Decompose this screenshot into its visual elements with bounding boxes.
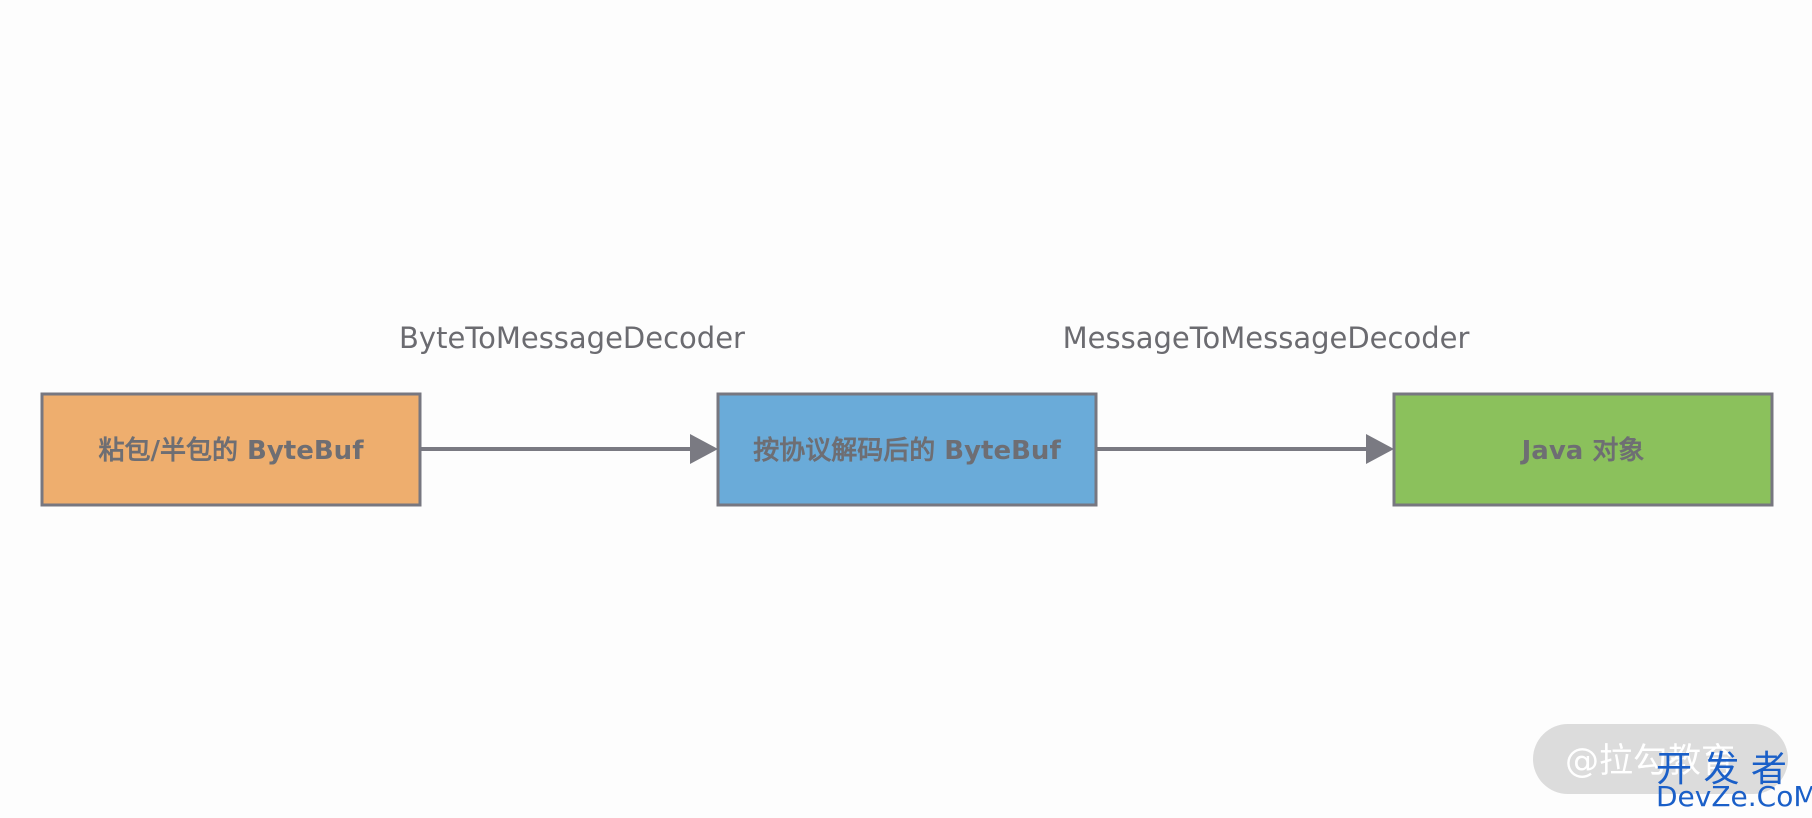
arrowhead-icon: [1366, 434, 1394, 464]
node-box: [40, 392, 422, 507]
edge-label: ByteToMessageDecoder: [399, 321, 745, 355]
arrowhead-icon: [690, 434, 718, 464]
node-label: 粘包/半包的 ByteBuf: [98, 435, 364, 466]
edge-label: MessageToMessageDecoder: [1063, 321, 1470, 355]
node-decoded-bytebuf: 按协议解码后的 ByteBuf: [716, 392, 1098, 507]
node-java-object: Java 对象: [1392, 392, 1774, 507]
edge-byte-to-message: ByteToMessageDecoder: [399, 321, 745, 464]
edge-message-to-message: MessageToMessageDecoder: [1063, 321, 1470, 464]
site-logo-cn-text: 开 发 者: [1656, 749, 1787, 790]
node-sticky-bytebuf: 粘包/半包的 ByteBuf: [40, 392, 422, 507]
watermark: @拉勾教育 开 发 者 DevZe.CoM: [1533, 724, 1812, 813]
watermark-pill-text: @拉勾教育: [1565, 741, 1735, 781]
node-box: [1392, 392, 1774, 507]
node-box: [716, 392, 1098, 507]
node-label: 按协议解码后的 ByteBuf: [753, 435, 1061, 466]
node-label: Java 对象: [1520, 435, 1645, 466]
site-logo-en-text: DevZe.CoM: [1656, 780, 1812, 813]
watermark-pill: [1533, 724, 1788, 794]
site-logo: 开 发 者 DevZe.CoM: [1656, 749, 1812, 813]
